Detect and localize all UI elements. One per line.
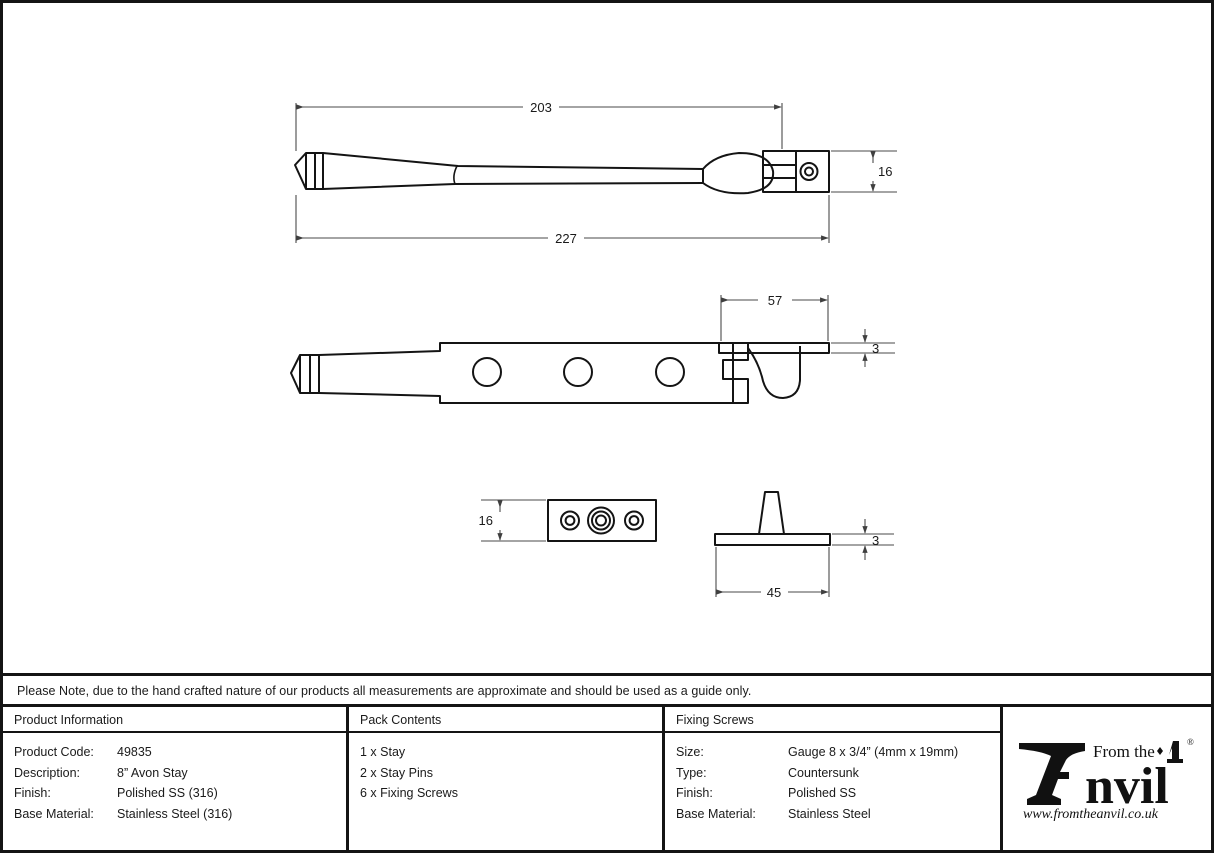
base-material-value: Stainless Steel (316)	[117, 806, 233, 821]
information-block: Please Note, due to the hand crafted nat…	[3, 673, 1211, 850]
product-code-label: Product Code:	[14, 745, 94, 759]
dimension-16-top-label: 16	[878, 164, 892, 179]
fixing-screws-body: Size: Gauge 8 x 3/4” (4mm x 19mm) Type: …	[665, 733, 1000, 850]
finish-label: Finish:	[14, 786, 51, 800]
product-information-column: Product Information Product Code: 49835 …	[3, 707, 349, 850]
screw-finish-label: Finish:	[676, 786, 713, 800]
table-row: Base Material: Stainless Steel	[676, 804, 1000, 825]
top-view-stay-arm	[294, 150, 830, 195]
dimension-45-label: 45	[767, 585, 781, 600]
dimension-16-pin	[481, 499, 546, 542]
table-row: Size: Gauge 8 x 3/4” (4mm x 19mm)	[676, 742, 1000, 763]
table-row: Finish: Polished SS (316)	[14, 783, 346, 804]
product-information-heading: Product Information	[3, 707, 346, 733]
table-row: Type: Countersunk	[676, 763, 1000, 784]
technical-drawing-svg: 203 227 16	[290, 100, 897, 600]
brand-logo-column: From the ® nvil www.fromtheanvil.co.uk	[1003, 707, 1208, 850]
screw-base-material-value: Stainless Steel	[788, 806, 871, 821]
stay-pin-side	[714, 491, 831, 546]
diamond-spark-icon	[1156, 746, 1163, 755]
dimension-3-side-label: 3	[872, 341, 879, 356]
side-view-stay-arm	[290, 342, 830, 404]
pack-contents-body: 1 x Stay 2 x Stay Pins 6 x Fixing Screws	[349, 733, 662, 850]
logo-anvil-text: nvil	[1085, 758, 1169, 815]
logo-from-the-text: From the	[1093, 742, 1155, 761]
info-columns: Product Information Product Code: 49835 …	[3, 707, 1211, 850]
table-row: Description: 8” Avon Stay	[14, 763, 346, 784]
logo-url-text: www.fromtheanvil.co.uk	[1023, 807, 1159, 821]
screw-base-material-label: Base Material:	[676, 806, 756, 821]
registered-trademark-icon: ®	[1187, 737, 1194, 747]
dimension-3-side	[831, 329, 895, 367]
screw-size-value: Gauge 8 x 3/4” (4mm x 19mm)	[788, 745, 959, 759]
base-material-label: Base Material:	[14, 806, 94, 821]
list-item: 1 x Stay	[360, 745, 406, 759]
dimension-16-pin-label: 16	[479, 513, 493, 528]
stay-pin-plan	[547, 499, 657, 542]
description-label: Description:	[14, 765, 80, 780]
logo-numeral-one	[1166, 740, 1183, 763]
pack-contents-column: Pack Contents 1 x Stay 2 x Stay Pins 6 x…	[349, 707, 665, 850]
dimension-16-top	[831, 150, 897, 193]
drawing-area: 203 227 16	[3, 3, 1211, 675]
dimension-57-label: 57	[768, 293, 782, 308]
list-item: 6 x Fixing Screws	[360, 786, 458, 800]
dimension-57	[720, 295, 829, 341]
list-item: 2 x Stay Pins	[360, 765, 433, 780]
screw-size-label: Size:	[676, 745, 704, 759]
brand-logo: From the ® nvil www.fromtheanvil.co.uk	[1003, 707, 1208, 850]
fixing-screws-heading: Fixing Screws	[665, 707, 1000, 733]
table-row: Product Code: 49835	[14, 742, 346, 763]
product-information-body: Product Code: 49835 Description: 8” Avon…	[3, 733, 346, 850]
table-row: Finish: Polished SS	[676, 783, 1000, 804]
description-value: 8” Avon Stay	[117, 765, 188, 780]
dimension-3-pin	[832, 519, 894, 560]
from-the-anvil-logo-icon: From the ® nvil www.fromtheanvil.co.uk	[1018, 737, 1194, 821]
dimension-45	[715, 547, 830, 597]
pack-contents-heading: Pack Contents	[349, 707, 662, 733]
dimension-203-label: 203	[530, 100, 552, 115]
dimension-227	[295, 195, 830, 243]
finish-value: Polished SS (316)	[117, 786, 218, 800]
product-code-value: 49835	[117, 745, 152, 759]
table-row: Base Material: Stainless Steel (316)	[14, 804, 346, 825]
screw-finish-value: Polished SS	[788, 786, 857, 800]
screw-type-label: Type:	[676, 765, 707, 780]
dimension-227-label: 227	[555, 231, 577, 246]
dimension-203	[295, 103, 783, 151]
screw-type-value: Countersunk	[788, 765, 859, 780]
disclaimer-note: Please Note, due to the hand crafted nat…	[3, 676, 1211, 707]
fixing-screws-column: Fixing Screws Size: Gauge 8 x 3/4” (4mm …	[665, 707, 1003, 850]
dimension-3-pin-label: 3	[872, 533, 879, 548]
